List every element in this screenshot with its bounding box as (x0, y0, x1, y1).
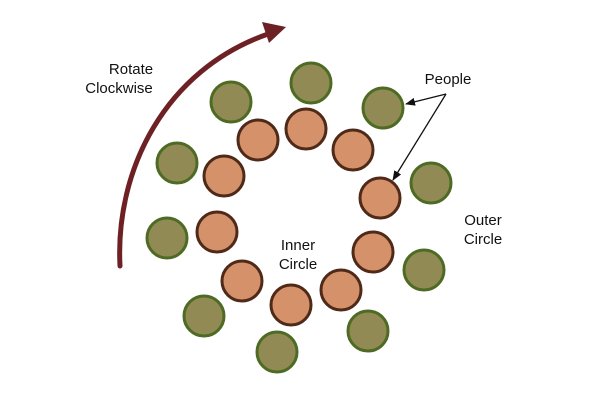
inner-circle-person-2 (331, 128, 375, 172)
outer-circle-person-7 (182, 294, 226, 338)
outer-circle-person-10 (209, 80, 253, 124)
inner-circle-person-10 (236, 118, 280, 162)
outer-circle-person-2 (361, 86, 405, 130)
inner-circle-person-4 (351, 230, 395, 274)
inner-circle-person-1 (284, 107, 328, 151)
inner-circle-person-9 (202, 154, 246, 198)
outer-circle-person-4 (402, 248, 446, 292)
clockwise-arrow-icon (117, 22, 286, 269)
outer-circle-person-9 (155, 141, 199, 185)
rotate-label-line2: Clockwise (85, 80, 153, 97)
inner-circle-label-line2: Circle (279, 256, 317, 273)
outer-circle-label-line1: Outer (464, 212, 502, 229)
inner-circle-label-line1: Inner (281, 237, 315, 254)
outer-circle-person-8 (145, 216, 189, 260)
inner-circle-person-6 (269, 283, 313, 327)
inner-circle-person-7 (220, 259, 264, 303)
rotate-label-line1: Rotate (109, 61, 153, 78)
outer-circle-person-1 (289, 61, 333, 105)
people-pointers (392, 93, 447, 181)
inner-circle-people (195, 107, 402, 327)
outer-circle-people (145, 61, 453, 374)
inner-circle-person-3 (358, 176, 402, 220)
inner-circle-person-8 (195, 210, 239, 254)
outer-circle-person-3 (409, 161, 453, 205)
people-label: People (425, 71, 472, 88)
outer-circle-person-5 (346, 309, 390, 353)
outer-circle-person-6 (255, 330, 299, 374)
outer-circle-label-line2: Circle (464, 231, 502, 248)
inner-circle-person-5 (319, 268, 363, 312)
